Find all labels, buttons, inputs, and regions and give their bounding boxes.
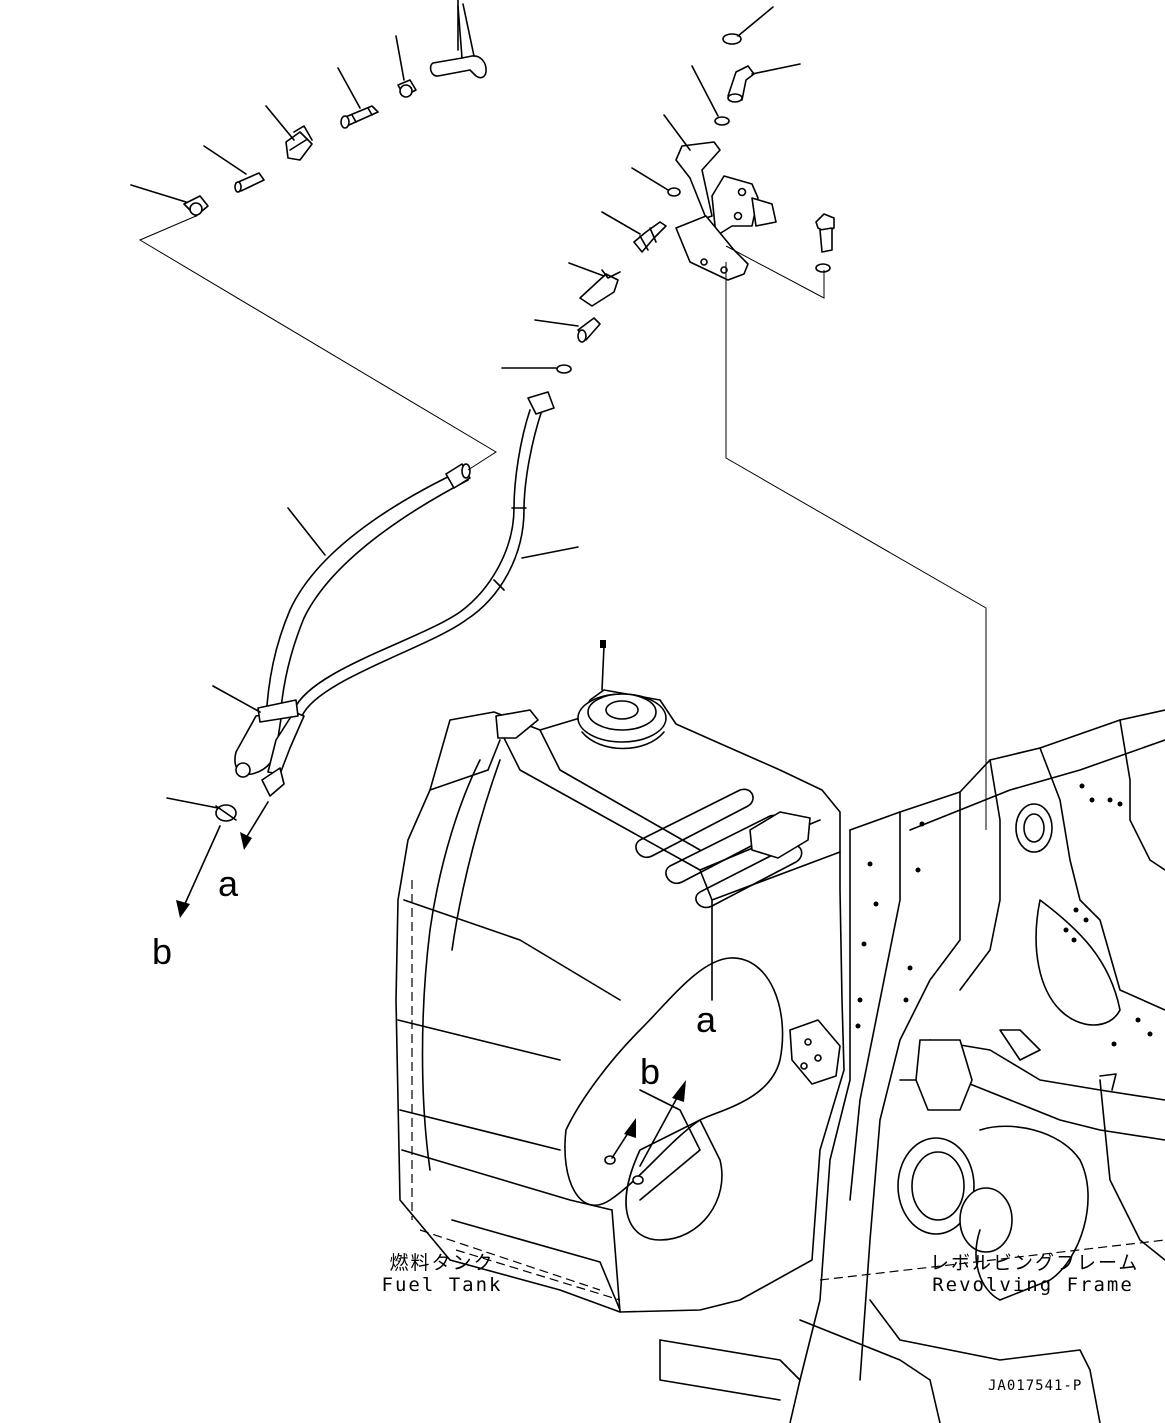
drawing-code: JA017541-P [988, 1378, 1083, 1394]
hose-clamp-band [183, 195, 209, 217]
fuel-tank [395, 640, 845, 1313]
leader-lines [130, 0, 801, 809]
hose-clamp-small [397, 79, 417, 98]
o-ring-mid [714, 116, 730, 126]
fuel-tank-label-jp: 燃料タンク [389, 1252, 495, 1274]
arrow-a-hose [240, 801, 269, 850]
check-valve [579, 269, 621, 307]
elbow-adapter [727, 65, 755, 103]
fuel-tank-caption: 燃料タンク Fuel Tank [380, 1252, 504, 1296]
o-ring-lower [556, 364, 572, 374]
o-ring-top [722, 33, 742, 45]
revolving-frame-caption: レボルビングフレーム Revolving Frame [930, 1252, 1140, 1296]
ref-letter-b-hose: b [152, 931, 173, 972]
supply-hose [261, 391, 555, 797]
straight-adapter [577, 317, 601, 343]
ref-letter-a-hose: a [218, 863, 239, 904]
ref-letter-a-tank: a [696, 999, 717, 1040]
arrow-b-tank [611, 1118, 636, 1159]
return-hose [234, 463, 471, 778]
arrow-a-tank [639, 1080, 686, 1167]
hose-clamp-wing [285, 125, 313, 161]
o-ring-bracket [667, 187, 681, 197]
bulkhead-connector [633, 221, 667, 253]
hose-connector [234, 172, 265, 193]
arrow-b-hose [176, 825, 221, 918]
assembly-lines [138, 215, 987, 830]
revolving-frame-label-jp: レボルビングフレーム [930, 1252, 1140, 1274]
bolt [815, 213, 835, 273]
ref-letter-b-tank: b [640, 1051, 661, 1092]
frame-bolt-holes [855, 783, 1153, 1047]
fuel-tank-label-en: Fuel Tank [381, 1274, 503, 1296]
mounting-bracket [675, 141, 777, 281]
hose-band [257, 699, 299, 723]
clamp-loose [215, 804, 237, 822]
revolving-frame-label-en: Revolving Frame [932, 1274, 1134, 1296]
hose-nipple [340, 105, 379, 129]
revolving-frame [659, 709, 1165, 1423]
